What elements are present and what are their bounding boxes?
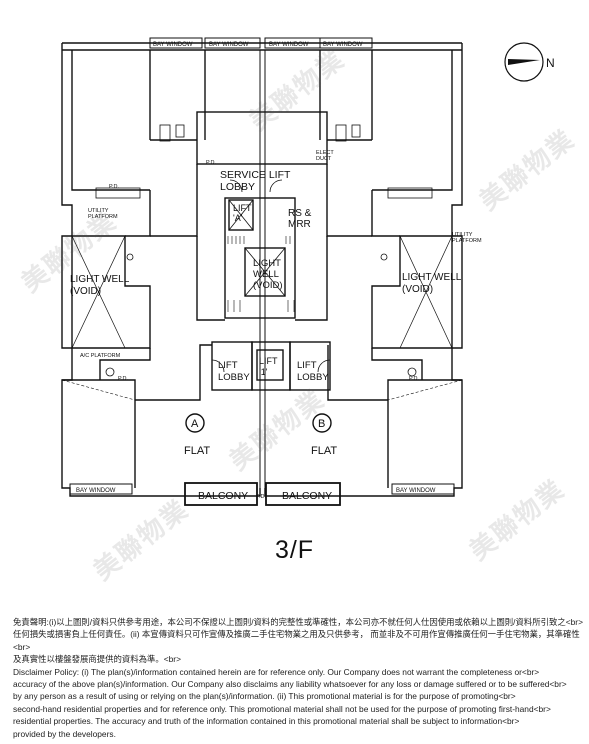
flat-b-marker: B bbox=[318, 418, 325, 430]
disclaimer-zh-line-3: 及真實性以樓盤發展商提供的資料為準。<br> bbox=[13, 654, 181, 665]
lightwell-right-label: LIGHT WELL(VOID) bbox=[402, 272, 462, 295]
disclaimer-en-line-2: accuracy of the above plan(s)/informatio… bbox=[13, 679, 567, 690]
ac-platform-label: A/C PLATFORM bbox=[80, 353, 121, 359]
disclaimer: 免責聲明:(i)以上圖則/資料只供參考用途，本公司不保證以上圖則/資料的完整性或… bbox=[13, 616, 583, 740]
flat-a-marker: A bbox=[191, 418, 199, 430]
lightwell-left-label: LIGHT WELL(VOID) bbox=[70, 274, 130, 297]
pd-label-5: P.D. bbox=[256, 494, 266, 500]
flat-b-label: FLAT bbox=[311, 445, 337, 457]
bay-window-label-1: BAY WINDOW bbox=[153, 42, 193, 48]
balcony-b-label: BALCONY bbox=[282, 490, 332, 502]
pd-label-3: P.D. bbox=[118, 376, 128, 382]
pd-label-2: P.D. bbox=[109, 184, 119, 190]
disclaimer-en-line-3: by any person as a result of using or re… bbox=[13, 691, 516, 702]
floor-label: 3/F bbox=[274, 536, 315, 564]
pd-label-1: P.D. bbox=[206, 160, 216, 166]
flat-a-label: FLAT bbox=[184, 445, 210, 457]
bay-window-label-6: BAY WINDOW bbox=[396, 488, 436, 494]
disclaimer-zh-line-1: 免責聲明:(i)以上圖則/資料只供參考用途，本公司不保證以上圖則/資料的完整性或… bbox=[13, 617, 583, 627]
disclaimer-en-line-1: Disclaimer Policy: (i) The plan(s)/infor… bbox=[13, 666, 540, 677]
bay-window-label-3: BAY WINDOW bbox=[269, 42, 309, 48]
compass-north-label: N bbox=[546, 56, 555, 70]
bay-window-label-5: BAY WINDOW bbox=[76, 488, 116, 494]
lift-1-label: LIFT'1' bbox=[259, 356, 278, 377]
bay-window-label-2: BAY WINDOW bbox=[209, 42, 249, 48]
disclaimer-en-line-5: residential properties. The accuracy and… bbox=[13, 716, 520, 727]
lift-a-label: LIFT'A' bbox=[233, 203, 252, 223]
compass-icon: N bbox=[504, 42, 555, 82]
disclaimer-en-line-6: provided by the developers. bbox=[13, 728, 116, 739]
disclaimer-en-line-4: second-hand residential properties and f… bbox=[13, 703, 551, 714]
disclaimer-zh-line-2: 任何損失或損害負上任何責任。(ii) 本宣傳資料只可作宣傳及推廣二手住宅物業之用… bbox=[13, 629, 580, 652]
balcony-a-label: BALCONY bbox=[198, 490, 248, 502]
pd-label-4: P.D. bbox=[409, 376, 419, 382]
rs-mrr-label: RS &MRR bbox=[288, 208, 312, 230]
floor-plan: N BAY WINDOW BAY WINDOW BAY WINDOW BAY W… bbox=[61, 37, 555, 506]
bay-window-label-4: BAY WINDOW bbox=[323, 42, 363, 48]
